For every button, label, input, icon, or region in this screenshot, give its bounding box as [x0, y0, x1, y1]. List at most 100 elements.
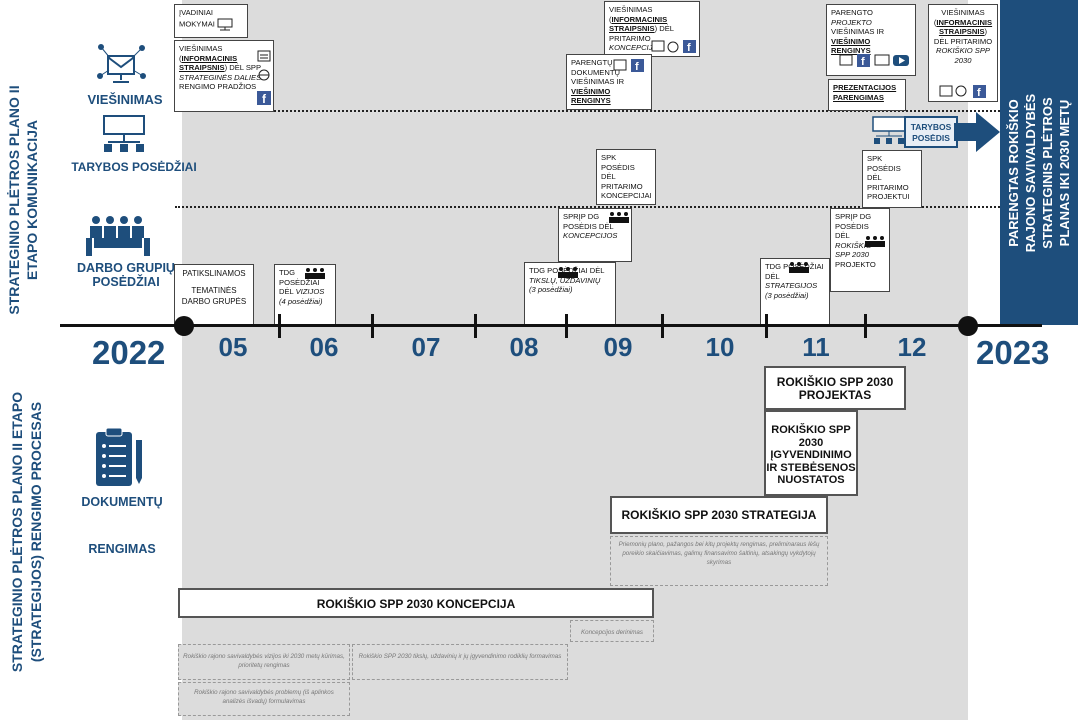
box-text: SPK POSĖDIS DĖL PRITARIMO PROJEKTUI [867, 154, 910, 202]
svg-text:f: f [262, 92, 267, 106]
box-tdg-tiksly: TDG POSĖDŽIAI DĖL TIKSLŲ, UŽDAVINIŲ(3 po… [524, 262, 616, 326]
box-text: VIEŠINIMAS ( [609, 5, 653, 24]
svg-text:f: f [687, 42, 691, 54]
box-spk-koncepcijai: SPK POSĖDIS DĖL PRITARIMO KONCEPCIJAI [596, 149, 656, 205]
box-text: ĮVADINIAI MOKYMAI [179, 8, 215, 29]
note-priemoniu-planas: Priemonių plano, pažangos bei kitų proje… [610, 536, 828, 586]
box-text-italic: STRATEGINĖS DALIES [179, 72, 262, 82]
box-text: PARENGTO [831, 8, 873, 17]
box-text-italic: TIKSLŲ, UŽDAVINIŲ [529, 275, 601, 285]
note-problemu-formulavimas: Rokiškio rajono savivaldybės problemų (i… [178, 682, 350, 716]
doc-projektas: ROKIŠKIO SPP 2030 PROJEKTAS [764, 366, 906, 410]
box-text: ) DĖL PRITARIMO [933, 27, 993, 46]
timeline-tick [565, 314, 568, 338]
result-panel [1000, 0, 1078, 325]
box-text: TARYBOS POSĖDIS [910, 122, 952, 143]
box-text-italic: VIZIJOS [295, 287, 325, 297]
box-text: PARENGTŲ DOKUMENTŲ VIEŠINIMAS IR [571, 58, 625, 87]
month-label: 11 [802, 332, 830, 362]
box-text: VIEŠINIMAS IR [831, 27, 885, 37]
meeting-icon [865, 236, 885, 247]
arrow-right-icon [954, 112, 1000, 152]
box-ivadiniai-mokymai: ĮVADINIAI MOKYMAI [174, 4, 248, 38]
meeting-icon [609, 212, 629, 223]
box-parengto-projekto: PARENGTO PROJEKTO VIEŠINIMAS IR VIEŠINIM… [826, 4, 916, 76]
box-text: SPRĮP DG POSĖDIS DĖL [563, 212, 614, 231]
timeline-tick [278, 314, 281, 338]
box-parengtu-dokumentu: PARENGTŲ DOKUMENTŲ VIEŠINIMAS IR VIEŠINI… [566, 54, 652, 110]
month-label: 05 [218, 332, 248, 362]
media-icons: f [613, 59, 644, 73]
communication-title: STRATEGINIO PLĖTROS PLANO II ETAPO KOMUN… [6, 85, 40, 315]
year-start: 2022 [92, 334, 166, 371]
lane-dokumentu-1: DOKUMENTŲ [81, 495, 163, 509]
timeline-tick [474, 314, 477, 338]
box-text-italic: ROKIŠKIO SPP 2030 [935, 46, 991, 65]
box-tarybos-posedis: TARYBOS POSĖDIS [904, 116, 958, 148]
media-icons: f [651, 40, 696, 54]
svg-text:f: f [861, 56, 865, 68]
network-icon [97, 44, 146, 83]
month-label: 06 [309, 332, 339, 362]
box-text-italic: ROKIŠKIO SPP 2030 [835, 240, 872, 260]
lane-separator [175, 206, 1000, 208]
note-vizijos-kurimas: Rokiškio rajono savivaldybės vizijos iki… [178, 644, 350, 680]
box-text-italic: KONCEPCIJOS [563, 231, 618, 241]
box-text-bold: INFORMACINIS STRAIPSNIS [936, 17, 993, 37]
box-tdg-strategijos: TDG POSĖDŽIAI DĖL STRATEGIJOS(3 posėdžia… [760, 258, 830, 326]
doc-koncepcija: ROKIŠKIO SPP 2030 KONCEPCIJA [178, 588, 654, 618]
box-text: ) DĖL PRITARIMO [609, 24, 674, 43]
box-text-italic: (4 posėdžiai) [279, 296, 323, 306]
meeting-icon [86, 216, 150, 256]
box-text: ) DĖL SPP [224, 63, 261, 73]
lane-darbo: DARBO GRUPIŲ POSĖDŽIAI [77, 261, 175, 289]
council-board-icon [103, 115, 145, 152]
month-label: 12 [897, 332, 927, 362]
timeline-start-dot [174, 316, 194, 336]
lane-tarybos: TARYBOS POSĖDŽIAI [71, 160, 197, 174]
box-text-italic: (3 posėdžiai) [765, 290, 809, 300]
month-label: 08 [509, 332, 539, 362]
meeting-icon [305, 268, 325, 279]
box-text-italic: (3 posėdžiai) [529, 285, 573, 295]
box-sprip-projekto: SPRĮP DG POSĖDIS DĖL ROKIŠKIO SPP 2030 P… [830, 208, 890, 292]
box-text: PATIKSLINAMOS [182, 269, 246, 278]
box-text: VIEŠINIMAS ( [179, 44, 223, 63]
lane-viesinimas: VIEŠINIMAS [87, 92, 163, 107]
box-viesinimas-pritarimo: VIEŠINIMAS (INFORMACINIS STRAIPSNIS) DĖL… [928, 4, 998, 102]
box-text: TDG POSĖDŽIAI DĖL [279, 268, 320, 297]
timeline-axis [60, 324, 1042, 327]
lane-dokumentu-2: RENGIMAS [88, 542, 156, 556]
media-icons: f [939, 85, 986, 99]
month-label: 10 [705, 332, 735, 362]
timeline-end-dot [958, 316, 978, 336]
box-text-italic: PROJEKTO [831, 17, 872, 27]
month-label: 07 [411, 332, 441, 362]
box-text: PREZENTACIJOS PARENGIMAS [833, 83, 897, 102]
svg-text:f: f [635, 61, 639, 73]
clipboard-icon [96, 427, 142, 486]
doc-nuostatos: ROKIŠKIO SPP 2030 ĮGYVENDINIMO IR STEBĖS… [764, 410, 858, 496]
note-tikslu-formavimas: Rokiškio SPP 2030 tikslų, uždavinių ir j… [352, 644, 568, 680]
box-text-italic: STRATEGIJOS [765, 281, 818, 291]
meeting-icon [789, 262, 809, 273]
box-text-bold: VIEŠINIMO RENGINYS [831, 36, 871, 56]
doc-strategija: ROKIŠKIO SPP 2030 STRATEGIJA [610, 496, 828, 534]
presentation-icon [217, 18, 233, 31]
result-panel-text: PARENGTAS ROKIŠKIO RAJONO SAVIVALDYBĖS S… [1006, 93, 1072, 253]
media-icons: f [839, 54, 909, 68]
box-text: TDG POSĖDŽIAI DĖL [529, 266, 605, 275]
box-text: VIEŠINIMAS ( [933, 8, 985, 27]
council-board-icon [872, 116, 906, 144]
timeline-tick [864, 314, 867, 338]
box-prezentacijos: PREZENTACIJOS PARENGIMAS [828, 79, 906, 111]
lane-separator [175, 110, 1000, 112]
box-text: TDG POSĖDŽIAI DĖL [765, 262, 824, 281]
year-end: 2023 [976, 334, 1050, 371]
box-text: SPK POSĖDIS DĖL PRITARIMO KONCEPCIJAI [601, 153, 652, 201]
svg-text:f: f [977, 87, 981, 99]
timeline-tick [371, 314, 374, 338]
media-icons: f [257, 50, 271, 106]
timeline-tick [661, 314, 664, 338]
timeline-tick [765, 314, 768, 338]
